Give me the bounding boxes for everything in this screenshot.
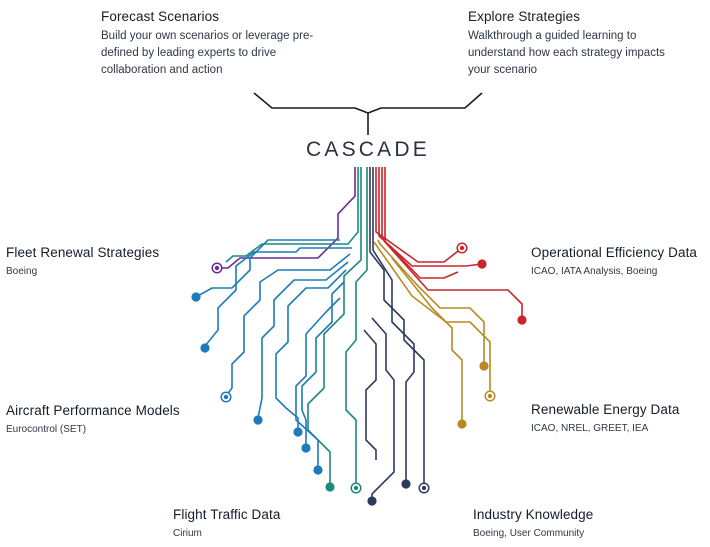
circuit-ring-node-center xyxy=(421,485,427,491)
cascade-logo: CASCADE xyxy=(306,138,430,161)
circuit-node-blue xyxy=(200,343,210,353)
explore-desc-line: Walkthrough a guided learning to xyxy=(468,30,637,42)
circuit-node-red xyxy=(477,259,487,269)
explore-strategies-description: Walkthrough a guided learning to underst… xyxy=(468,28,708,79)
circuit-trace-red xyxy=(378,167,483,267)
circuit-ring-node-center xyxy=(487,393,493,399)
fleet-renewal-block: Fleet Renewal Strategies Boeing xyxy=(6,244,159,279)
circuit-trace-navy xyxy=(371,317,395,500)
aircraft-performance-title: Aircraft Performance Models xyxy=(6,403,180,418)
circuit-node-teal xyxy=(325,482,335,492)
flight-traffic-title: Flight Traffic Data xyxy=(173,507,281,522)
fleet-renewal-title: Fleet Renewal Strategies xyxy=(6,245,160,260)
circuit-trace-blue xyxy=(301,281,345,446)
circuit-trace-red xyxy=(384,167,523,319)
renewable-energy-title: Renewable Energy Data xyxy=(531,402,680,417)
circuit-trace-gold xyxy=(373,241,491,396)
forecast-desc-line: defined by leading experts to drive xyxy=(101,47,277,59)
industry-knowledge-source: Boeing, User Community xyxy=(473,528,585,539)
forecast-scenarios-description: Build your own scenarios or leverage pre… xyxy=(101,28,351,79)
circuit-trace-blue xyxy=(195,239,340,298)
circuit-node-blue xyxy=(191,292,201,302)
circuit-ring-node-center xyxy=(459,245,465,251)
circuit-trace-blue xyxy=(295,297,341,468)
circuit-ring-node-center xyxy=(223,394,229,400)
explore-desc-line: your scenario xyxy=(468,64,538,76)
circuit-nodes xyxy=(191,242,527,506)
operational-efficiency-title: Operational Efficiency Data xyxy=(531,245,698,260)
explore-strategies-block: Explore Strategies Walkthrough a guided … xyxy=(468,8,708,79)
fleet-renewal-source: Boeing xyxy=(6,266,38,277)
circuit-trace-teal xyxy=(345,167,368,487)
circuit-node-gold xyxy=(457,419,467,429)
circuit-trace-gold xyxy=(377,239,485,366)
explore-desc-line: understand how each strategy impacts xyxy=(468,47,665,59)
forecast-scenarios-block: Forecast Scenarios Build your own scenar… xyxy=(101,8,351,79)
circuit-trace-blue xyxy=(204,247,352,347)
circuit-node-navy xyxy=(401,479,411,489)
circuit-trace-navy xyxy=(363,329,377,460)
forecast-desc-line: Build your own scenarios or leverage pre… xyxy=(101,30,314,42)
circuit-trace-teal xyxy=(225,167,359,263)
circuit-trace-purple xyxy=(217,167,356,269)
circuit-node-blue xyxy=(253,415,263,425)
industry-knowledge-block: Industry Knowledge Boeing, User Communit… xyxy=(473,506,593,541)
circuit-traces xyxy=(195,167,523,500)
aircraft-performance-source: Eurocontrol (SET) xyxy=(6,424,87,435)
circuit-trace-navy xyxy=(369,167,425,486)
top-bracket xyxy=(253,92,483,135)
forecast-desc-line: collaboration and action xyxy=(101,64,223,76)
circuit-trace-red xyxy=(375,167,463,263)
industry-knowledge-title: Industry Knowledge xyxy=(473,507,594,522)
circuit-node-navy xyxy=(367,496,377,506)
circuit-trace-gold xyxy=(391,257,463,424)
circuit-trace-red xyxy=(381,167,459,279)
forecast-scenarios-title: Forecast Scenarios xyxy=(101,9,220,24)
renewable-energy-source: ICAO, NREL, GREET, IEA xyxy=(531,423,649,434)
explore-strategies-title: Explore Strategies xyxy=(468,9,581,24)
flight-traffic-block: Flight Traffic Data Cirium xyxy=(173,506,280,541)
operational-efficiency-block: Operational Efficiency Data ICAO, IATA A… xyxy=(531,244,697,279)
circuit-node-blue xyxy=(293,427,303,437)
circuit-node-blue xyxy=(301,443,311,453)
circuit-trace-navy xyxy=(372,167,415,482)
circuit-trace-teal xyxy=(307,167,362,485)
renewable-energy-block: Renewable Energy Data ICAO, NREL, GREET,… xyxy=(531,401,679,436)
circuit-node-gold xyxy=(479,361,489,371)
circuit-node-blue xyxy=(313,465,323,475)
flight-traffic-source: Cirium xyxy=(173,528,202,539)
operational-efficiency-source: ICAO, IATA Analysis, Boeing xyxy=(531,266,658,277)
circuit-trace-blue xyxy=(275,269,347,430)
circuit-trace-blue xyxy=(257,261,349,419)
circuit-ring-node-center xyxy=(353,485,359,491)
circuit-ring-node-center xyxy=(214,265,220,271)
aircraft-performance-block: Aircraft Performance Models Eurocontrol … xyxy=(6,402,180,437)
circuit-trace-blue xyxy=(225,253,351,397)
circuit-node-red xyxy=(517,315,527,325)
